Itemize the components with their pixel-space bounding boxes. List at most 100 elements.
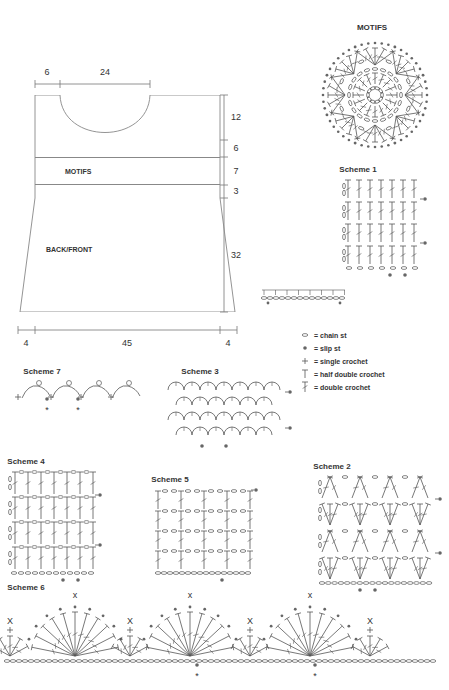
slip-st-symbol [424,80,427,83]
stitch-line [382,477,390,498]
slip-st-symbol [422,74,425,77]
stitch-line [237,637,242,640]
chain-symbol [19,471,25,474]
slip-st-symbol [76,397,80,401]
stitch-line [346,188,351,191]
stitch-line [319,613,325,615]
stitch-line [146,644,149,649]
slip-st-symbol [189,606,192,609]
stitch-line [91,507,96,510]
stitch-line [420,102,423,107]
stitch-line [147,647,190,656]
chain-symbol [185,510,191,513]
stitch-line [26,482,31,485]
stitch-line [156,519,161,522]
chain-symbol [298,660,304,663]
stitch-line [359,79,367,87]
stitch-line [298,290,299,295]
garment-outline [18,95,237,312]
chain-symbol [364,68,370,72]
stitch-line [405,95,418,113]
stitch-line [336,103,342,104]
stitch-line [420,83,423,88]
stitch-line [117,637,122,640]
stitch-line [363,140,368,143]
stitch-line [328,92,329,98]
stitch-line [379,75,383,85]
legend-text: = double crochet [314,384,370,391]
stitch-line [60,613,66,615]
stitch-line [354,512,357,517]
slip-st-symbol [422,114,425,117]
slip-st-symbol [35,625,38,628]
slip-st-symbol [309,606,312,609]
stitch-line [275,290,276,295]
stitch-line [367,75,371,85]
slip-st-symbol [281,614,284,617]
chain-symbol [390,267,396,270]
chain-symbol [106,660,112,663]
slip-st-symbol [348,49,351,52]
chain-symbol [45,546,51,549]
stitch-line [173,638,174,644]
stitch-line [52,532,57,535]
stitch-line [388,87,393,90]
slip-st-symbol [387,43,390,46]
stitch-line [379,503,385,505]
chain-symbol [358,59,364,64]
slip-st-symbol [322,100,325,103]
stitch-line [362,485,365,490]
chain-symbol [412,660,418,663]
slip-st-symbol [323,608,326,611]
stitch-line [224,412,225,416]
chain-symbol [173,572,179,575]
chain-symbol [19,546,25,549]
stitch-line [328,567,333,570]
legend-text: = half double crochet [314,371,385,378]
stitch-line [0,639,10,656]
stitch-line [290,643,291,649]
stitch-line [359,103,367,111]
stitch-line [396,74,418,78]
stitch-line [414,512,417,517]
stitch-line [355,87,365,91]
stitch-line [359,86,361,92]
stitch-line [360,531,368,552]
chain-symbol [372,530,378,533]
stitch-line [201,551,207,552]
chain-symbol [32,496,38,499]
stitch-line [319,557,325,559]
stitch-line [132,647,138,648]
stitch-line [52,649,54,654]
stitch-line [346,232,351,235]
stitch-line [367,180,373,181]
stitch-line [51,522,57,523]
stitch-line [321,290,322,295]
stitch-line [202,499,207,502]
chain-symbol [4,660,10,663]
chain-symbol [58,496,64,499]
chain-symbol [32,572,38,575]
slip-st-symbol [400,49,403,52]
chain-symbol [343,212,346,218]
stitch-line [390,504,398,525]
stitch-line [130,646,148,656]
chain-symbol [154,660,160,663]
stitch-line [248,427,249,431]
stitch-line [38,472,44,473]
stitch-line [400,246,406,247]
stitch-line [349,124,354,126]
stitch-line [51,497,57,498]
chain-symbol [412,267,418,270]
chain-symbol [70,660,76,663]
stitch-line [225,499,230,502]
slip-st-symbol [374,42,377,45]
chain-symbol [238,660,244,663]
stitch-line [376,650,381,653]
picot [97,381,102,386]
stitch-line [308,633,313,636]
stitch-line [396,69,414,74]
chain-symbol [112,660,118,663]
stitch-line [334,98,339,101]
stitch-line [178,551,184,552]
